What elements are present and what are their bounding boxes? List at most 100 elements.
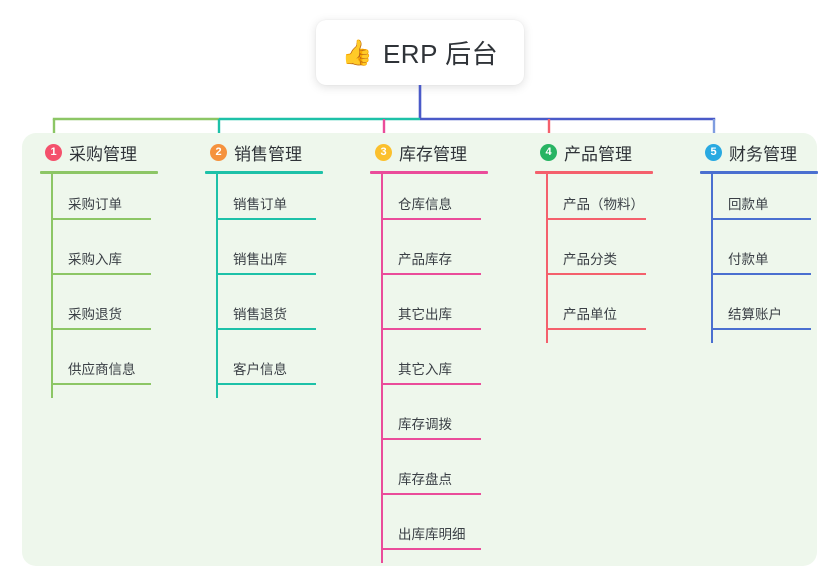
list-item[interactable]: 采购订单 (32, 174, 197, 229)
columns-container: 1 采购管理 采购订单 采购入库 采购退货 供应商信息 (22, 133, 818, 566)
item-label: 回款单 (728, 197, 769, 212)
item-rule (381, 493, 481, 495)
list-item[interactable]: 供应商信息 (32, 339, 197, 394)
list-item[interactable]: 其它出库 (362, 284, 527, 339)
item-label: 客户信息 (233, 362, 287, 377)
item-rule (546, 273, 646, 275)
column-4-items: 产品（物料） 产品分类 产品单位 (527, 174, 692, 339)
item-label: 销售出库 (233, 252, 287, 267)
item-rule (51, 273, 151, 275)
item-rule (216, 383, 316, 385)
column-2: 2 销售管理 销售订单 销售出库 销售退货 客户信息 (197, 133, 362, 398)
item-rule (51, 383, 151, 385)
column-3-underline (370, 171, 488, 174)
thumbs-up-icon: 👍 (341, 38, 373, 67)
list-item[interactable]: 付款单 (692, 229, 839, 284)
column-5-underline (700, 171, 818, 174)
column-5-header[interactable]: 5 财务管理 (692, 133, 839, 171)
column-5: 5 财务管理 回款单 付款单 结算账户 (692, 133, 839, 343)
item-label: 销售订单 (233, 197, 287, 212)
list-item[interactable]: 库存盘点 (362, 449, 527, 504)
root-node-title: ERP 后台 (382, 39, 499, 69)
column-1: 1 采购管理 采购订单 采购入库 采购退货 供应商信息 (32, 133, 197, 398)
list-item[interactable]: 回款单 (692, 174, 839, 229)
item-rule (381, 438, 481, 440)
item-rule (711, 218, 811, 220)
item-rule (51, 218, 151, 220)
list-item[interactable]: 采购退货 (32, 284, 197, 339)
column-1-header[interactable]: 1 采购管理 (32, 133, 197, 171)
column-4-badge: 4 (540, 143, 557, 161)
column-3-header[interactable]: 3 库存管理 (362, 133, 527, 171)
column-2-badge: 2 (210, 143, 227, 161)
item-label: 出库库明细 (398, 527, 466, 542)
item-label: 产品单位 (563, 307, 617, 322)
list-item[interactable]: 产品库存 (362, 229, 527, 284)
column-3-spine (381, 174, 383, 563)
item-rule (51, 328, 151, 330)
list-item[interactable]: 产品单位 (527, 284, 692, 339)
list-item[interactable]: 结算账户 (692, 284, 839, 339)
item-label: 其它出库 (398, 307, 452, 322)
column-4-underline (535, 171, 653, 174)
item-rule (216, 273, 316, 275)
item-label: 产品（物料） (563, 197, 644, 212)
root-node-card[interactable]: 👍 ERP 后台 (316, 20, 524, 85)
column-2-title: 销售管理 (234, 144, 302, 164)
column-1-underline (40, 171, 158, 174)
column-2-header[interactable]: 2 销售管理 (197, 133, 362, 171)
list-item[interactable]: 出库库明细 (362, 504, 527, 559)
column-1-title: 采购管理 (69, 144, 137, 164)
list-item[interactable]: 产品分类 (527, 229, 692, 284)
column-3-title: 库存管理 (399, 144, 467, 164)
list-item[interactable]: 库存调拨 (362, 394, 527, 449)
item-rule (711, 273, 811, 275)
item-rule (216, 218, 316, 220)
column-5-spine (711, 174, 713, 343)
column-4: 4 产品管理 产品（物料） 产品分类 产品单位 (527, 133, 692, 343)
column-3-items: 仓库信息 产品库存 其它出库 其它入库 库存调拨 (362, 174, 527, 559)
item-label: 销售退货 (233, 307, 287, 322)
item-label: 付款单 (728, 252, 769, 267)
item-label: 采购订单 (68, 197, 122, 212)
item-label: 其它入库 (398, 362, 452, 377)
list-item[interactable]: 客户信息 (197, 339, 362, 394)
item-label: 产品库存 (398, 252, 452, 267)
column-1-spine (51, 174, 53, 398)
list-item[interactable]: 销售退货 (197, 284, 362, 339)
item-rule (546, 328, 646, 330)
item-rule (216, 328, 316, 330)
item-label: 结算账户 (728, 307, 782, 322)
item-rule (381, 328, 481, 330)
item-rule (546, 218, 646, 220)
item-label: 采购退货 (68, 307, 122, 322)
column-5-items: 回款单 付款单 结算账户 (692, 174, 839, 339)
list-item[interactable]: 仓库信息 (362, 174, 527, 229)
item-label: 产品分类 (563, 252, 617, 267)
item-rule (381, 273, 481, 275)
column-2-underline (205, 171, 323, 174)
item-rule (711, 328, 811, 330)
column-1-badge: 1 (45, 143, 62, 161)
item-label: 供应商信息 (68, 362, 136, 377)
column-4-spine (546, 174, 548, 343)
column-5-badge: 5 (705, 143, 722, 161)
column-4-title: 产品管理 (564, 144, 632, 164)
list-item[interactable]: 销售订单 (197, 174, 362, 229)
list-item[interactable]: 销售出库 (197, 229, 362, 284)
item-rule (381, 548, 481, 550)
column-2-items: 销售订单 销售出库 销售退货 客户信息 (197, 174, 362, 394)
item-label: 库存调拨 (398, 417, 452, 432)
column-2-spine (216, 174, 218, 398)
item-rule (381, 218, 481, 220)
item-label: 库存盘点 (398, 472, 452, 487)
item-label: 仓库信息 (398, 197, 452, 212)
list-item[interactable]: 其它入库 (362, 339, 527, 394)
column-3: 3 库存管理 仓库信息 产品库存 其它出库 其它入库 (362, 133, 527, 563)
list-item[interactable]: 产品（物料） (527, 174, 692, 229)
column-4-header[interactable]: 4 产品管理 (527, 133, 692, 171)
column-3-badge: 3 (375, 143, 392, 161)
list-item[interactable]: 采购入库 (32, 229, 197, 284)
column-5-title: 财务管理 (729, 144, 797, 164)
